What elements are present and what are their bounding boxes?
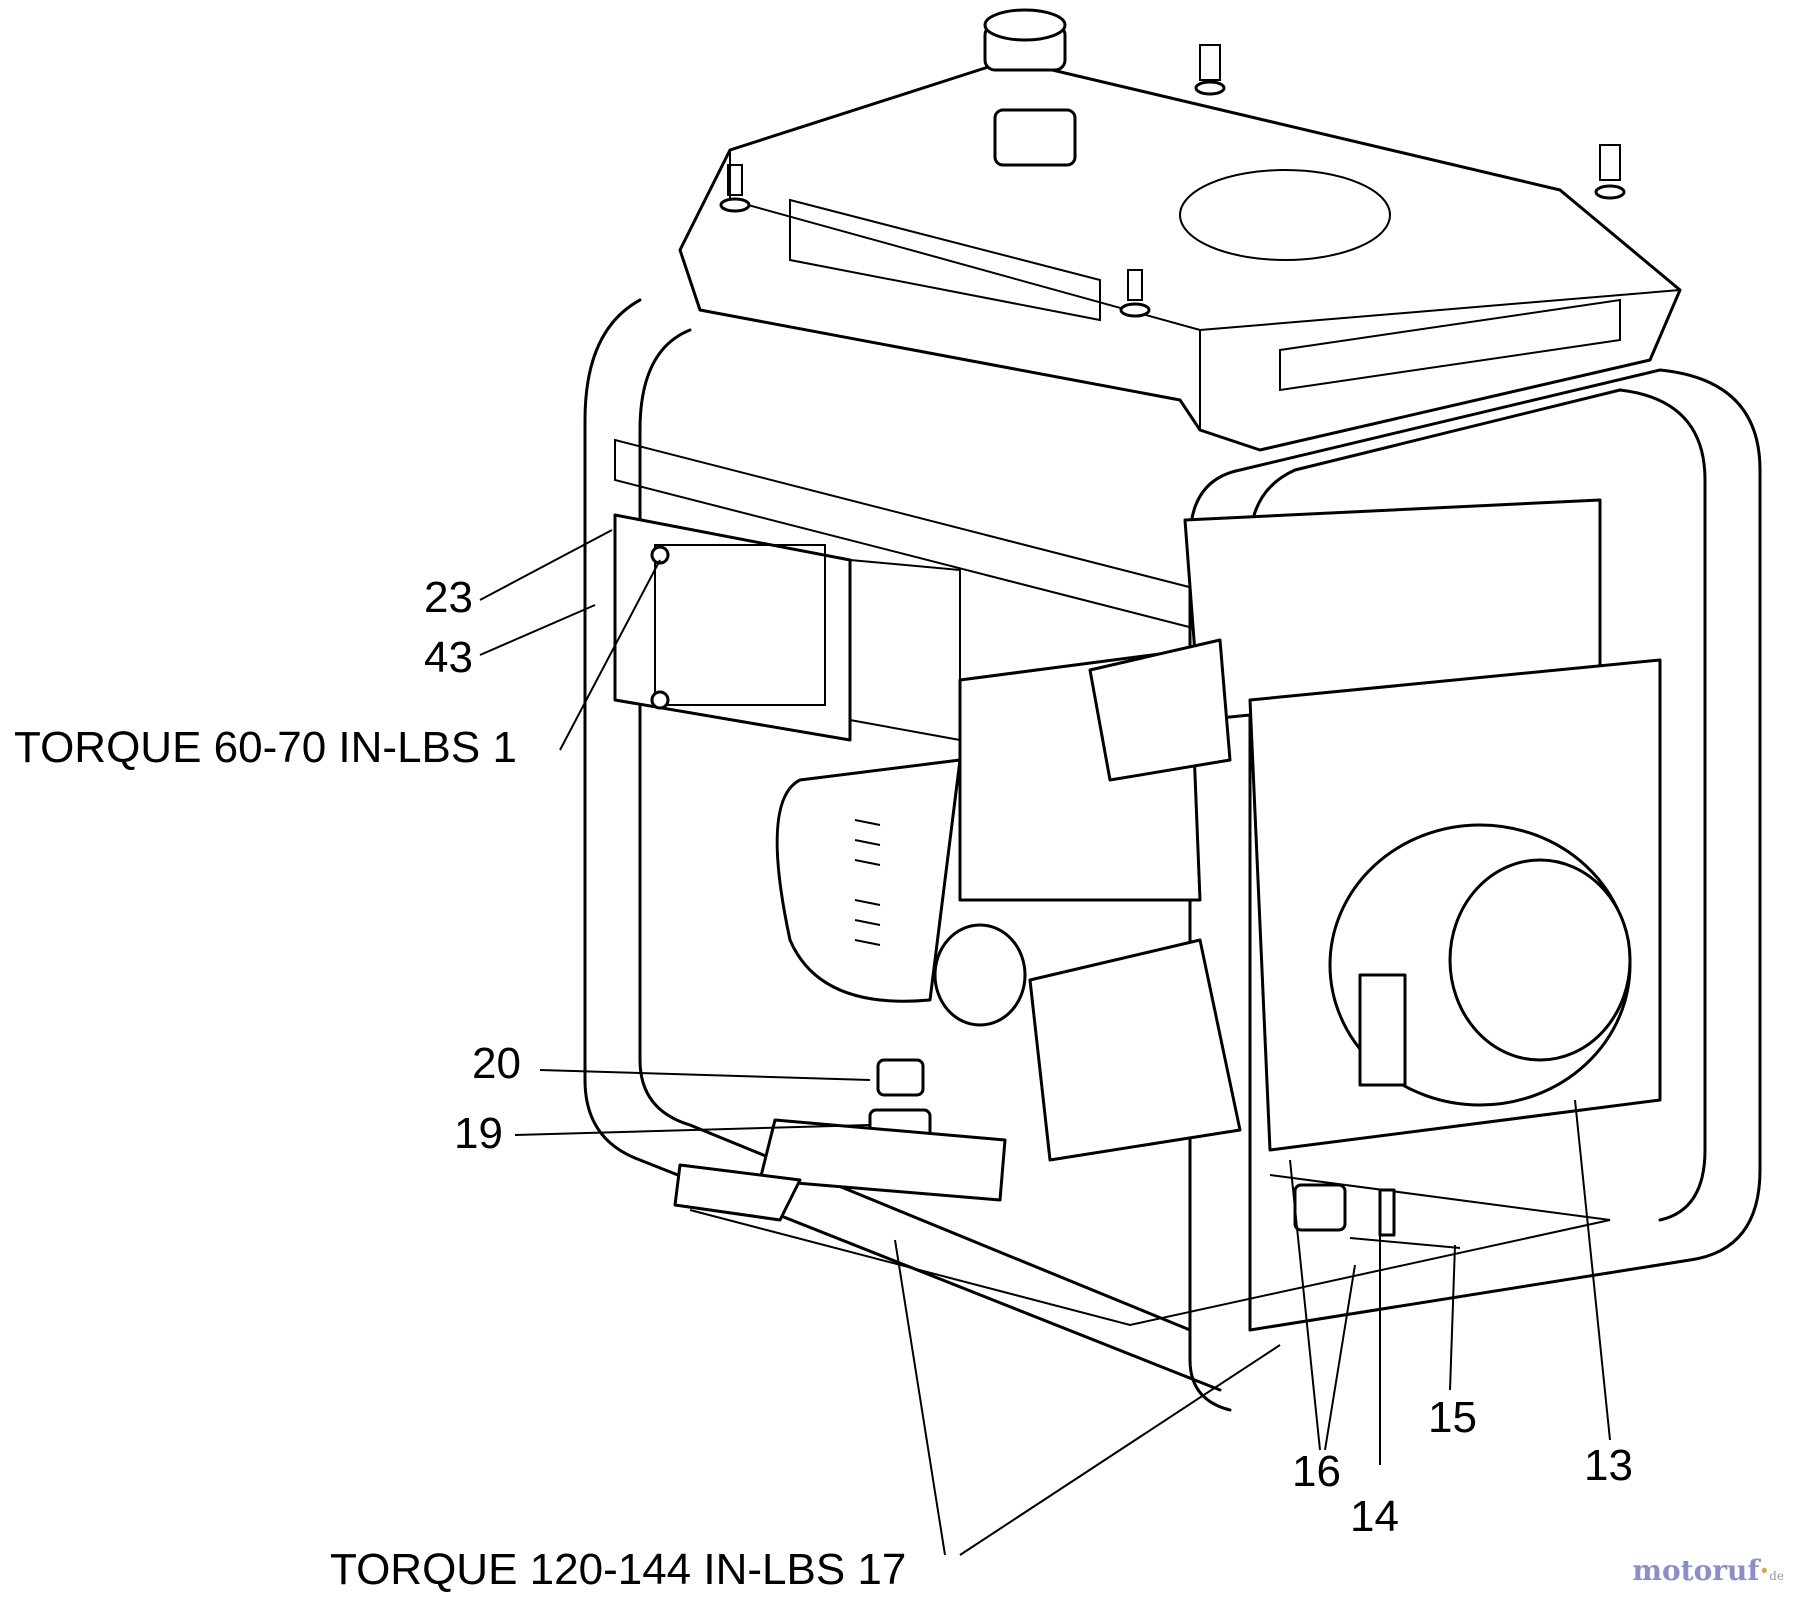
leader-lines xyxy=(479,529,1611,1556)
callout-13: 13 xyxy=(1584,1441,1633,1490)
fuel-tank xyxy=(678,8,1682,452)
mounts-and-base xyxy=(673,1058,1611,1327)
watermark-tld: de xyxy=(1769,1569,1784,1583)
watermark-brand: motoruf xyxy=(1632,1554,1760,1587)
callout-torque-120-144-item-17: TORQUE 120-144 IN-LBS 17 xyxy=(330,1545,907,1594)
callout-15: 15 xyxy=(1428,1393,1477,1442)
engine xyxy=(958,498,1662,1162)
motoruf-watermark: motoruf·de xyxy=(1632,1554,1784,1587)
tank-bolts xyxy=(719,44,1626,318)
watermark-dot: · xyxy=(1759,1554,1770,1587)
callout-20: 20 xyxy=(472,1039,521,1088)
callout-19: 19 xyxy=(454,1109,503,1158)
alternator xyxy=(775,758,1027,1027)
callout-23: 23 xyxy=(424,573,473,622)
callout-16: 16 xyxy=(1292,1447,1341,1496)
callout-14: 14 xyxy=(1350,1492,1399,1541)
callout-43: 43 xyxy=(424,633,473,682)
callout-torque-60-70-item-1: TORQUE 60-70 IN-LBS 1 xyxy=(14,723,517,772)
